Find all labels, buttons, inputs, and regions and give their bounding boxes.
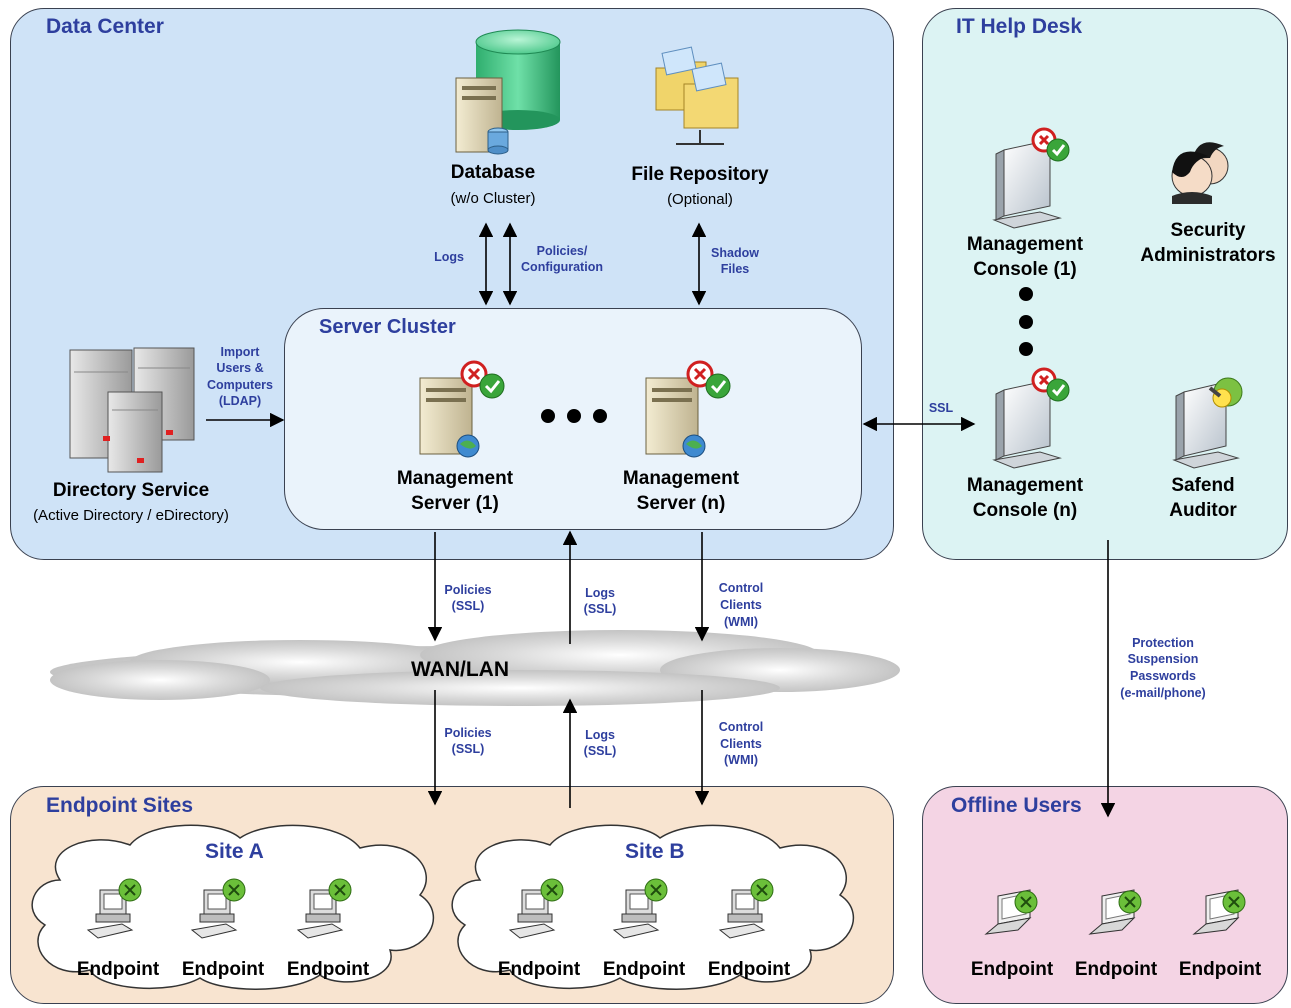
edge-label-control-lower-line3: (WMI)	[723, 753, 758, 767]
laptop-endpoint-icon	[1192, 889, 1246, 935]
management-console-1-label-line2: Console (1)	[973, 259, 1077, 280]
edge-label-protection-line1: Protection	[1132, 636, 1194, 650]
directory-server-icon	[69, 347, 195, 473]
directory-service-label: Directory Service	[52, 480, 210, 501]
site-b-title: Site B	[625, 840, 685, 863]
database-icon	[455, 29, 561, 155]
site-a-title: Site A	[205, 840, 264, 863]
database-label: Database	[450, 162, 536, 183]
edge-label-shadow-line2: Files	[720, 262, 750, 276]
management-console-1-icon	[992, 127, 1070, 229]
it-help-desk-region	[922, 8, 1288, 560]
management-server-1-label-line2: Server (1)	[411, 493, 499, 514]
management-server-n-label-line1: Management	[622, 468, 740, 489]
file-repository-icon	[655, 46, 739, 145]
edge-label-control-upper-line2: Clients	[720, 598, 762, 612]
edge-label-logs: Logs	[434, 250, 464, 264]
file-repository-label: File Repository	[631, 164, 769, 185]
data-center-title: Data Center	[46, 15, 164, 38]
desktop-endpoint-icon	[190, 878, 246, 939]
site-a-cloud	[31, 824, 434, 990]
desktop-endpoint-icon	[296, 878, 352, 939]
endpoint-label: Endpoint	[602, 959, 686, 980]
site-b-cloud	[451, 824, 854, 990]
edge-label-ssl: SSL	[928, 401, 954, 415]
edge-label-control-upper-line1: Control	[718, 581, 764, 595]
management-server-1-icon	[419, 360, 505, 458]
edge-label-policies-ssl-upper-line2: (SSL)	[451, 599, 485, 613]
edge-label-policies-line1: Policies/	[536, 244, 588, 258]
edge-label-import-line3: Computers	[207, 378, 273, 392]
edge-label-import-line1: Import	[220, 345, 260, 359]
edge-label-policies-ssl-lower-line1: Policies	[444, 726, 492, 740]
edge-label-policies-ssl-lower-line2: (SSL)	[451, 742, 485, 756]
endpoint-label: Endpoint	[76, 959, 160, 980]
endpoint-desktop-icons	[86, 878, 774, 939]
management-server-1-label-line1: Management	[396, 468, 514, 489]
edge-label-logs-ssl-upper-line2: (SSL)	[583, 602, 617, 616]
edge-label-policies-ssl-upper-line1: Policies	[444, 583, 492, 597]
management-console-1-label-line1: Management	[966, 234, 1084, 255]
edge-label-control-upper-line3: (WMI)	[723, 615, 758, 629]
management-server-n-icon	[645, 360, 731, 458]
ellipsis-dots	[541, 287, 1033, 423]
directory-service-sublabel: (Active Directory / eDirectory)	[33, 507, 229, 524]
edge-label-logs-ssl-lower-line1: Logs	[585, 728, 615, 742]
security-administrators-icon	[1171, 142, 1229, 204]
database-sublabel: (w/o Cluster)	[450, 190, 536, 207]
edge-label-policies-line2: Configuration	[521, 260, 603, 274]
endpoint-laptop-icons	[984, 889, 1246, 935]
endpoint-label: Endpoint	[181, 959, 265, 980]
edge-label-shadow-line1: Shadow	[711, 246, 759, 260]
safend-auditor-label-line1: Safend	[1171, 475, 1235, 496]
safend-auditor-icon	[1172, 377, 1243, 469]
edge-label-import-line2: Users &	[216, 361, 264, 375]
edge-label-logs-ssl-lower-line2: (SSL)	[583, 744, 617, 758]
endpoint-label: Endpoint	[970, 959, 1054, 980]
endpoint-label: Endpoint	[497, 959, 581, 980]
it-help-desk-title: IT Help Desk	[956, 15, 1083, 38]
management-console-n-label-line1: Management	[966, 475, 1084, 496]
safend-auditor-label-line2: Auditor	[1169, 500, 1237, 521]
laptop-endpoint-icon	[1088, 889, 1142, 935]
offline-users-title: Offline Users	[951, 794, 1082, 817]
edge-label-logs-ssl-upper-line1: Logs	[585, 586, 615, 600]
endpoint-label: Endpoint	[1074, 959, 1158, 980]
desktop-endpoint-icon	[718, 878, 774, 939]
desktop-endpoint-icon	[508, 878, 564, 939]
endpoint-sites-title: Endpoint Sites	[46, 794, 193, 817]
edge-label-protection-line2: Suspension	[1127, 652, 1199, 666]
wan-lan-label: WAN/LAN	[411, 658, 509, 681]
management-server-n-label-line2: Server (n)	[636, 493, 726, 514]
wan-lan-cloud	[50, 630, 900, 706]
laptop-endpoint-icon	[984, 889, 1038, 935]
edge-label-control-lower-line1: Control	[718, 720, 764, 734]
endpoint-label: Endpoint	[1178, 959, 1262, 980]
security-administrators-label-line2: Administrators	[1140, 245, 1276, 266]
edge-label-import-line4: (LDAP)	[218, 394, 262, 408]
file-repository-sublabel: (Optional)	[667, 191, 733, 208]
edge-label-protection-line4: (e-mail/phone)	[1120, 686, 1206, 700]
endpoint-label: Endpoint	[286, 959, 370, 980]
server-cluster-title: Server Cluster	[319, 316, 456, 338]
edge-label-protection-line3: Passwords	[1129, 669, 1196, 683]
edge-label-control-lower-line2: Clients	[720, 737, 762, 751]
desktop-endpoint-icon	[612, 878, 668, 939]
management-console-n-icon	[992, 367, 1070, 469]
security-administrators-label-line1: Security	[1170, 220, 1246, 241]
desktop-endpoint-icon	[86, 878, 142, 939]
management-console-n-label-line2: Console (n)	[972, 500, 1078, 521]
endpoint-label: Endpoint	[707, 959, 791, 980]
